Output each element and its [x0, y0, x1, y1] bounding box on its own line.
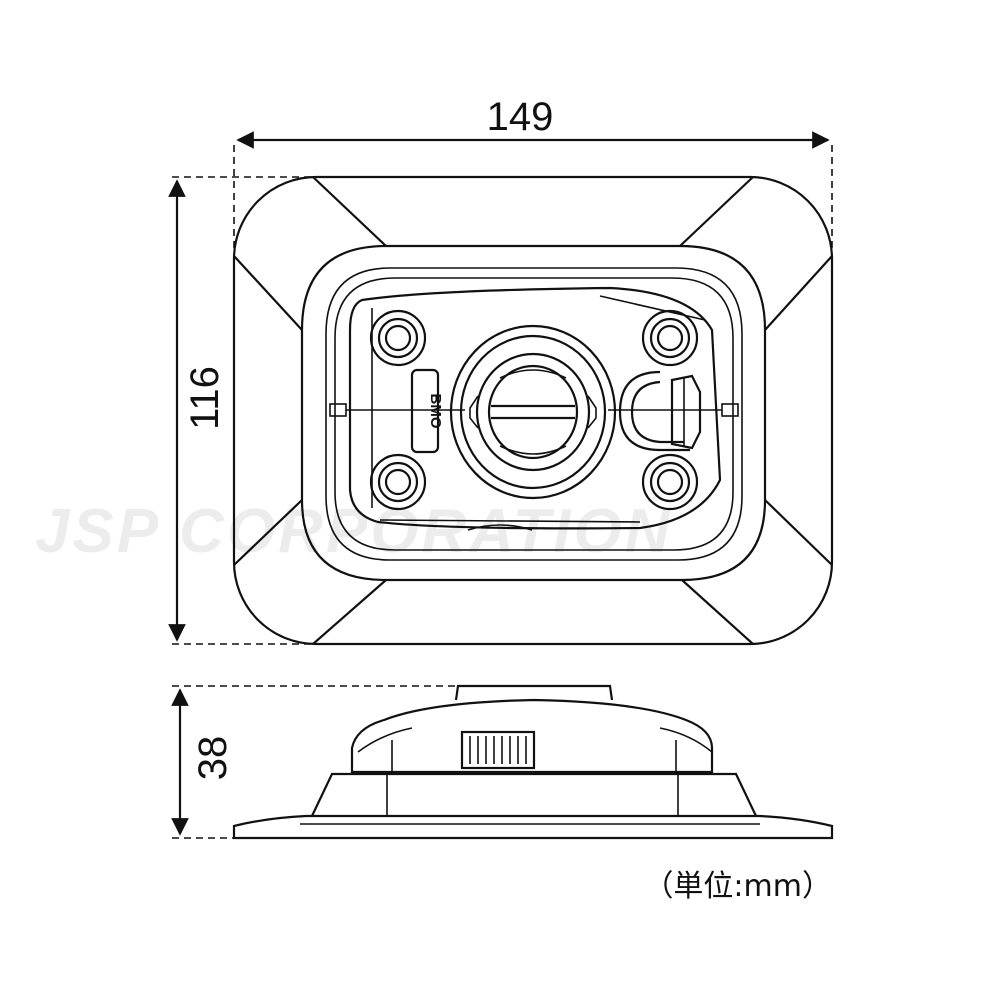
locking-clip: [618, 370, 702, 452]
inner-rim-1: [325, 267, 743, 561]
knurled-knob: [460, 730, 536, 770]
base-flange: [232, 814, 834, 840]
center-socket: [449, 324, 617, 500]
screw-boss-tr: [641, 309, 699, 367]
width-label: 149: [487, 95, 554, 139]
plate-bottom-bump: [467, 524, 533, 531]
screw-boss-bl: [369, 453, 427, 511]
body-trapezoid: [311, 772, 757, 817]
plate-bottom-line: [379, 519, 641, 523]
corner-line-tl2: [233, 255, 303, 331]
depth-label: 116: [183, 366, 227, 430]
width-dimension: 149: [233, 95, 833, 250]
screw-boss-br: [641, 453, 699, 511]
base-outline: [232, 175, 834, 646]
dome-detail: [357, 727, 713, 753]
socket-cap: [454, 684, 614, 701]
screw-boss-tl: [369, 309, 427, 367]
watermark: JSP CORPORATION: [35, 497, 673, 566]
corner-line-bl2: [312, 579, 387, 645]
corner-line-br2: [681, 579, 754, 645]
corner-line-tl: [312, 176, 387, 247]
height-dimension: 38: [171, 685, 460, 839]
corner-line-tr2: [764, 255, 833, 331]
logo-mark-text: BMO: [427, 394, 444, 429]
corner-line-br: [764, 499, 833, 566]
corner-line-bl: [233, 499, 303, 566]
height-label: 38: [191, 736, 235, 781]
plate-top-line: [599, 295, 706, 321]
unit-note: （単位:mm）: [643, 869, 832, 904]
depth-dimension: 116: [168, 176, 316, 645]
side-tab-left: [329, 403, 347, 417]
corner-line-tr: [679, 176, 754, 247]
top-view: BMO: [232, 175, 834, 646]
inner-rim-2: [334, 277, 734, 551]
side-view: [232, 684, 834, 840]
logo-badge: BMO: [410, 368, 444, 454]
mount-dome: [350, 698, 714, 774]
side-tab-right: [721, 403, 739, 417]
mount-plate: [348, 286, 722, 530]
